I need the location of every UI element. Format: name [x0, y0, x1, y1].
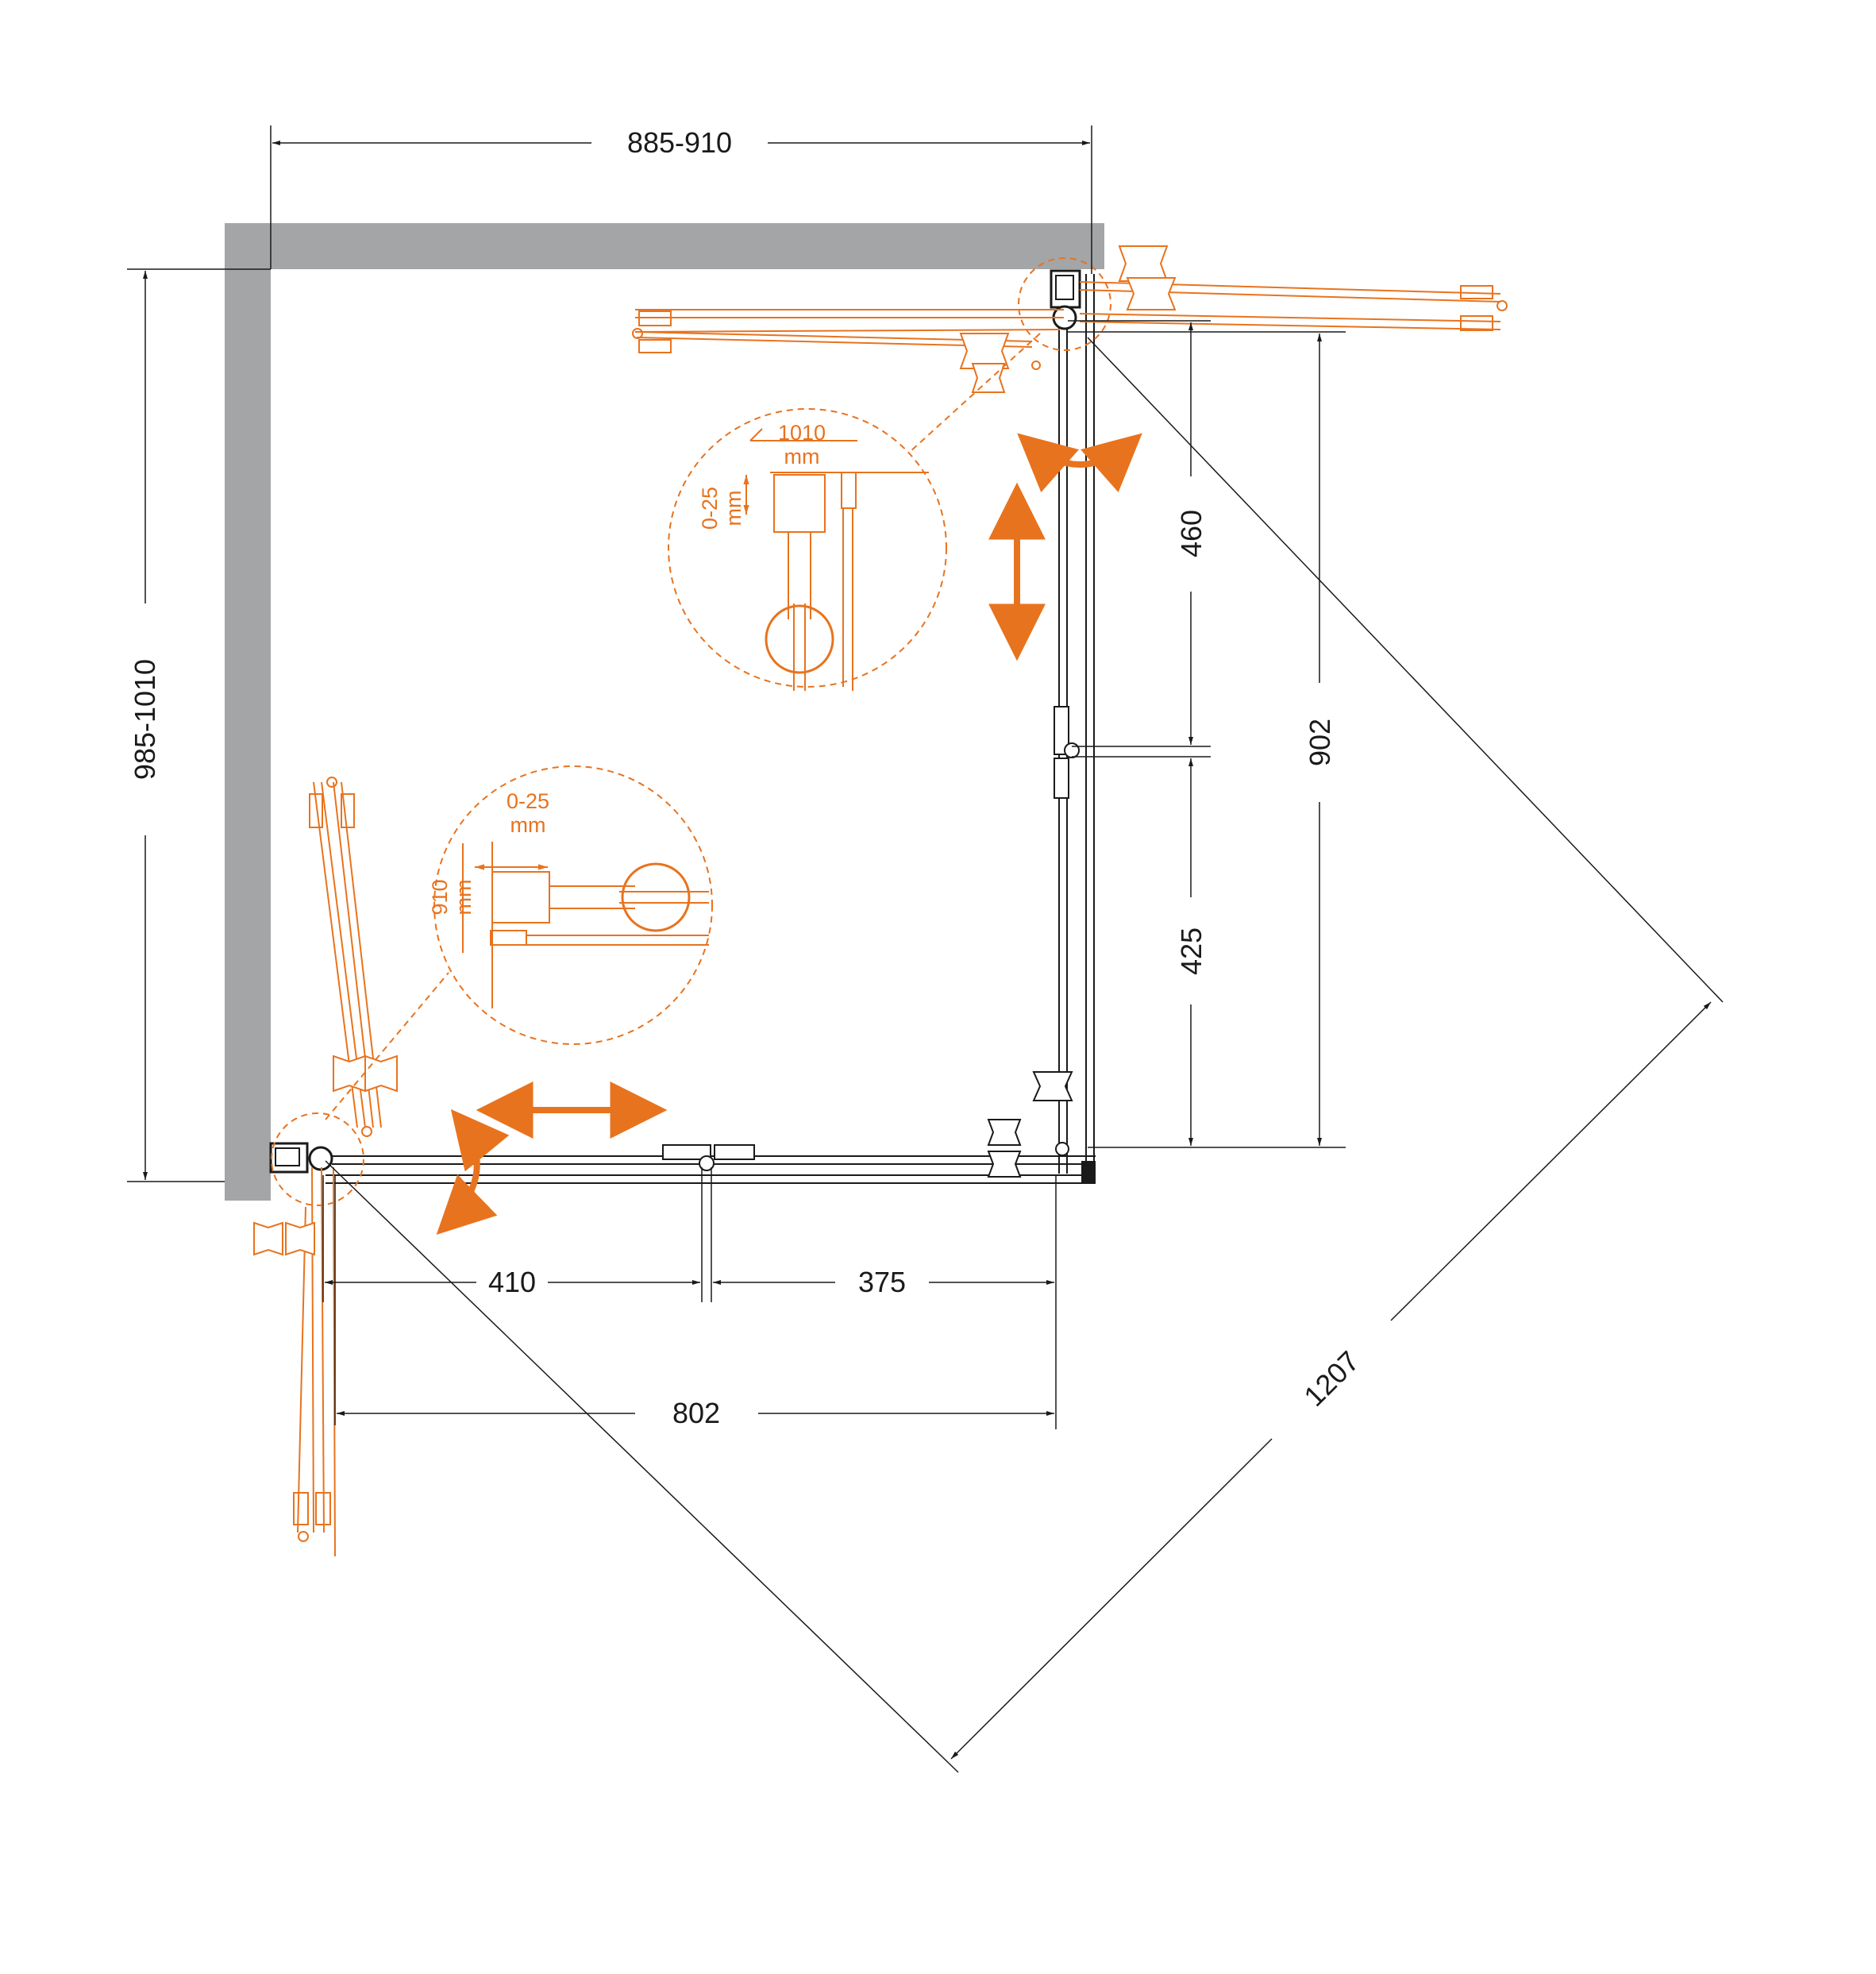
door-swing-left: [253, 777, 398, 1557]
detail-top-width-unit: mm: [784, 445, 820, 468]
detail-callout-top: 1010 mm 0-25 mm: [668, 257, 1111, 691]
shower-frame: [269, 269, 1096, 1184]
detail-top-gap-unit: mm: [722, 491, 745, 526]
dim-bottom-total: 802: [672, 1397, 720, 1429]
detail-top-gap-value: 0-25: [698, 487, 722, 530]
detail-callout-left: 0-25 mm 910 mm: [271, 765, 713, 1206]
detail-left-gap-unit: mm: [510, 813, 546, 837]
movement-arrows: [436, 433, 1142, 1236]
dim-right-lower: 425: [1175, 927, 1208, 975]
dim-diagonal: 1207: [1297, 1344, 1366, 1413]
dim-bottom-right: 375: [858, 1266, 906, 1298]
wall-corner: [225, 223, 1104, 1201]
detail-left-width-unit: mm: [452, 880, 476, 916]
dimension-lines: [127, 125, 1724, 1773]
door-swing-top: [632, 245, 1508, 393]
dim-right-upper: 460: [1175, 510, 1208, 557]
detail-left-width-value: 910: [428, 879, 452, 915]
dim-right-total: 902: [1304, 719, 1336, 766]
detail-top-width-value: 1010: [778, 421, 826, 445]
detail-left-gap-value: 0-25: [507, 789, 549, 813]
dim-top-width: 885-910: [627, 126, 732, 159]
dim-left-height: 985-1010: [129, 659, 161, 780]
dim-bottom-left: 410: [488, 1266, 536, 1298]
